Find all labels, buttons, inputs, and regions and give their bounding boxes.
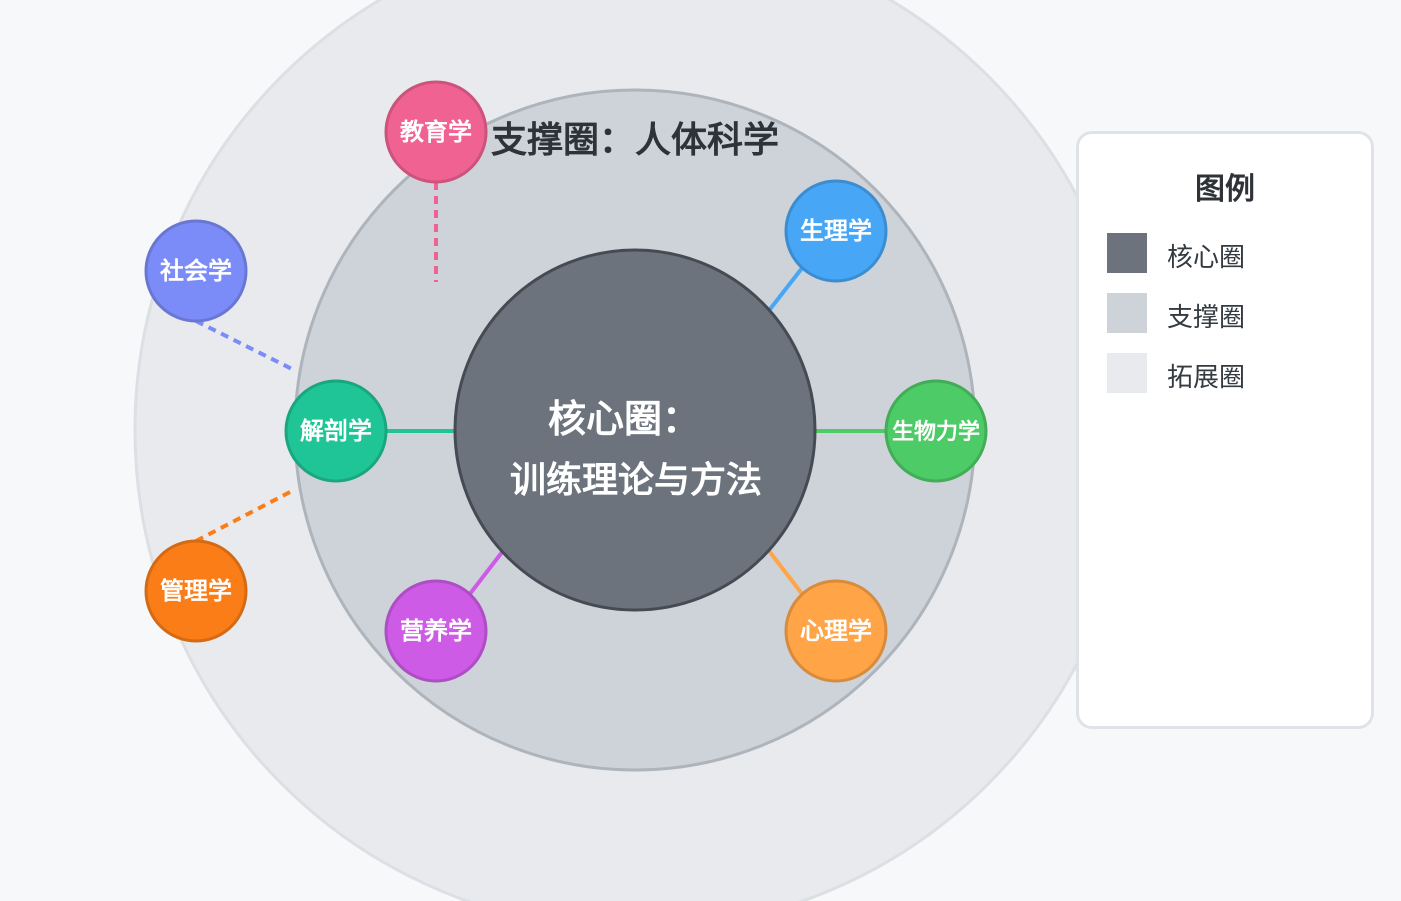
node-label-xinlixue: 心理学 — [800, 617, 872, 645]
node-jiepouxue: 解剖学 — [284, 379, 388, 483]
legend-label-support: 支撑圈 — [1167, 303, 1246, 333]
node-circle-guanlixue — [144, 539, 248, 643]
node-label-guanlixue: 管理学 — [160, 577, 232, 605]
support-circle-label: 支撑圈：人体科学 — [491, 119, 779, 161]
node-jiaoyuxue: 教育学 — [384, 80, 488, 184]
node-circle-yingyangxue — [384, 579, 488, 683]
node-circle-shengwulixue — [884, 379, 988, 483]
legend-swatch-core — [1107, 233, 1147, 273]
node-label-shengwulixue: 生物力学 — [892, 419, 980, 445]
node-yingyangxue: 营养学 — [384, 579, 488, 683]
node-circle-jiaoyuxue — [384, 80, 488, 184]
node-shengwulixue: 生物力学 — [884, 379, 988, 483]
node-circle-xinlixue — [784, 579, 888, 683]
node-label-jiaoyuxue: 教育学 — [400, 118, 472, 146]
node-circle-jiepouxue — [284, 379, 388, 483]
node-label-shenglixue: 生理学 — [800, 217, 872, 245]
legend-title: 图例 — [1195, 172, 1255, 207]
core-label-line1: 核心圈： — [548, 397, 700, 441]
core-circle — [453, 248, 817, 612]
core-label-line2: 训练理论与方法 — [510, 460, 762, 501]
link-shehuixue — [195, 319, 293, 371]
node-circle-shehuixue — [144, 219, 248, 323]
node-label-shehuixue: 社会学 — [160, 257, 232, 285]
legend-label-expansion: 拓展圈 — [1167, 363, 1246, 393]
legend-label-core: 核心圈 — [1167, 243, 1246, 273]
node-shenglixue: 生理学 — [784, 179, 888, 283]
legend-swatch-expansion — [1107, 353, 1147, 393]
legend-swatch-support — [1107, 293, 1147, 333]
node-label-jiepouxue: 解剖学 — [300, 417, 372, 445]
node-xinlixue: 心理学 — [784, 579, 888, 683]
node-circle-shenglixue — [784, 179, 888, 283]
legend-panel: 图例 核心圈 支撑圈 拓展圈 — [1076, 131, 1374, 729]
node-label-yingyangxue: 营养学 — [400, 617, 472, 645]
node-guanlixue: 管理学 — [144, 539, 248, 643]
link-guanlixue — [195, 489, 293, 543]
node-shehuixue: 社会学 — [144, 219, 248, 323]
